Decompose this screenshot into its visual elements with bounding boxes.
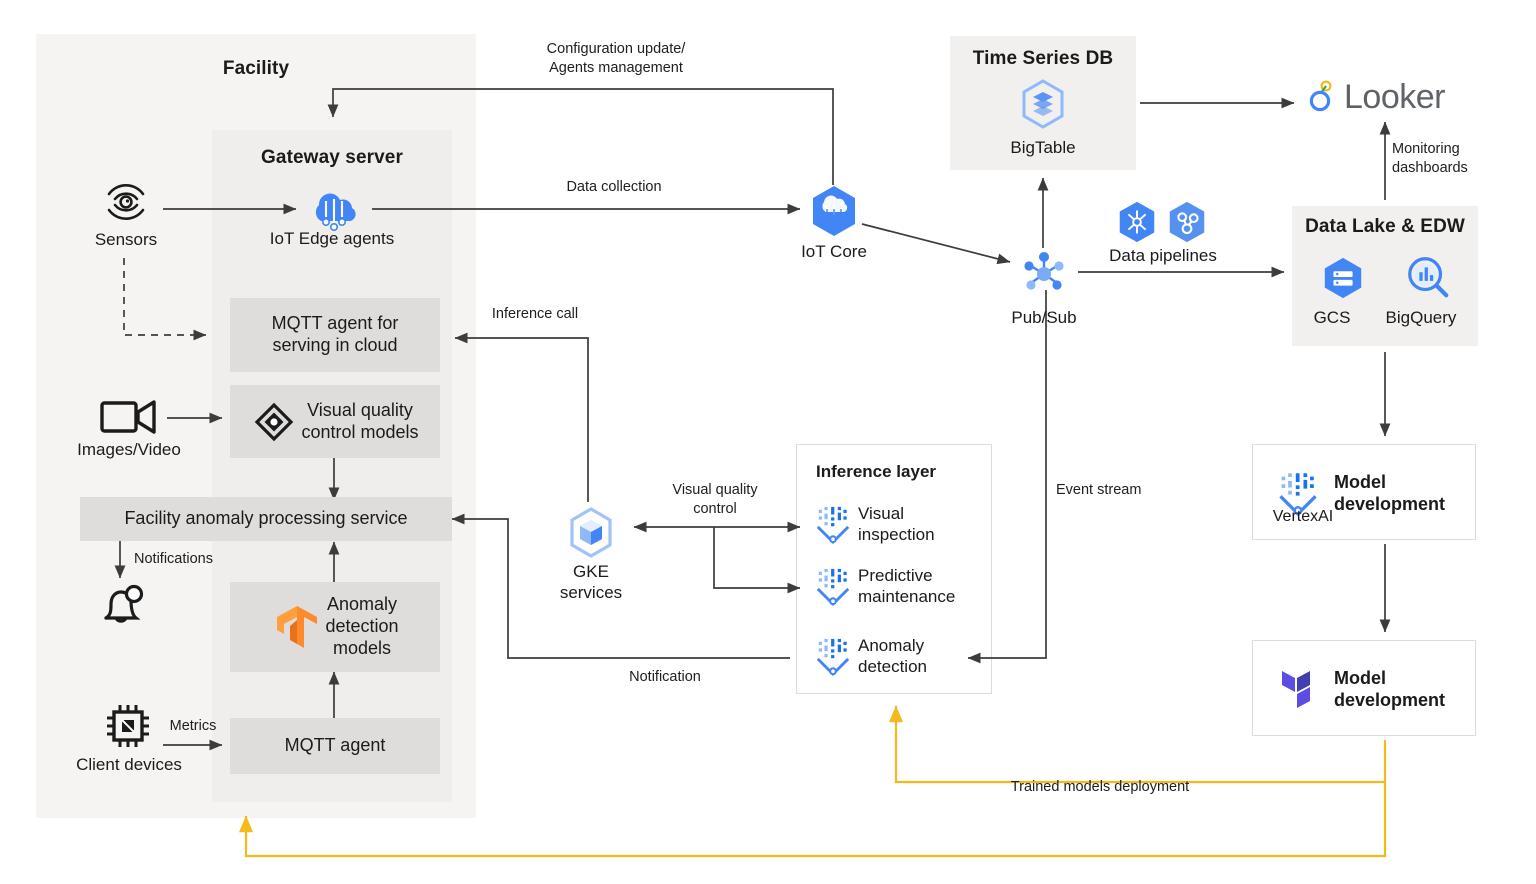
sensors-label: Sensors [94,230,158,249]
data-pipelines-icons [1110,198,1214,246]
metrics-label: Metrics [169,718,217,734]
facility-anomaly-service-label: Facility anomaly processing service [124,508,408,529]
inference-item-anomaly-detection[interactable]: Anomaly detection [812,630,992,682]
vertexai-sublabel: VertexAI [1272,508,1334,525]
data-pipelines-label: Data pipelines [1109,246,1217,265]
inference-item-label: Visual inspection [858,503,935,544]
inference-layer-title: Inference layer [816,462,937,481]
model-development-terraform[interactable]: Model development [1262,652,1468,726]
looker-icon [1306,80,1340,114]
vertex-ai-icon [812,566,854,606]
inference-item-visual-inspection[interactable]: Visual inspection [812,498,992,550]
gateway-server-container [212,130,452,802]
inference-item-label: Predictive maintenance [858,565,956,606]
trained-models-deployment-label: Trained models deployment [1010,779,1190,795]
inference-call-label: Inference call [491,306,579,322]
mqtt-agent-box[interactable]: MQTT agent [230,718,440,774]
bigquery-label: BigQuery [1385,308,1457,327]
mqtt-agent-label: MQTT agent [284,735,386,756]
images-video-label: Images/Video [77,440,181,459]
vertex-ai-icon [812,636,854,676]
visual-inspection-diamond-icon [251,401,297,443]
data-collection-label: Data collection [566,179,662,195]
sensor-signal-icon [98,172,154,228]
iot-edge-cloud-icon [302,180,364,236]
visual-quality-models-label: Visual quality control models [301,399,419,442]
inference-item-label: Anomaly detection [858,635,927,676]
tensorflow-icon [271,604,323,650]
notification-bell-icon [94,580,150,634]
bigtable-icon [1015,76,1071,132]
mqtt-cloud-agent-box[interactable]: MQTT agent for serving in cloud [230,298,440,372]
time-series-db-title: Time Series DB [972,48,1114,69]
terraform-icon [1262,664,1334,714]
video-camera-icon [98,392,160,442]
looker-label: Looker [1344,77,1445,116]
composer-hexagon-icon [1164,199,1210,245]
facility-anomaly-service-box[interactable]: Facility anomaly processing service [80,497,452,541]
inference-item-predictive-maintenance[interactable]: Predictive maintenance [812,560,992,612]
gke-hexagon-icon [563,505,619,561]
data-lake-container [1292,206,1478,346]
client-devices-label: Client devices [76,755,182,774]
notification-label: Notification [629,669,701,685]
iot-edge-agents-label: IoT Edge agents [269,229,395,248]
data-lake-labels: GCS BigQuery [1296,308,1474,329]
cloud-storage-hexagon-icon [1318,255,1368,301]
iot-core-hexagon-icon [805,182,863,240]
iot-core-label: IoT Core [801,242,867,261]
model-development-vertex[interactable]: Model development [1262,456,1468,530]
vertex-ai-icon [812,504,854,544]
vertex-ai-icon [1262,470,1334,516]
notifications-label: Notifications [134,551,213,567]
chip-processor-icon [100,700,156,752]
event-stream-label: Event stream [1056,482,1142,498]
model-development-vertex-title: Model development [1334,471,1446,515]
dataflow-hexagon-icon [1114,199,1160,245]
facility-title: Facility [222,58,290,79]
visual-quality-models-box[interactable]: Visual quality control models [230,385,440,458]
visual-quality-control-label: Visual quality control [672,482,758,517]
bigquery-magnifier-icon [1403,254,1453,302]
gateway-server-title: Gateway server [261,147,403,168]
gke-services-label: GKE services [559,562,623,602]
inference-layer-container [796,444,992,694]
bigtable-label: BigTable [1010,138,1076,157]
anomaly-detection-models-label: Anomaly detection models [325,594,399,658]
data-lake-title: Data Lake & EDW [1305,216,1465,237]
gcs-label: GCS [1313,308,1351,327]
looker-logo: Looker [1306,74,1496,120]
monitoring-dashboards-label: Monitoring dashboards [1392,141,1468,176]
model-development-terraform-title: Model development [1334,667,1446,711]
pubsub-label: Pub/Sub [1011,308,1077,327]
data-lake-items [1300,252,1470,304]
pubsub-icon [1014,244,1074,304]
configuration-update-label: Configuration update/ Agents management [546,41,686,76]
anomaly-detection-models-box[interactable]: Anomaly detection models [230,582,440,672]
mqtt-cloud-agent-label: MQTT agent for serving in cloud [271,313,399,355]
